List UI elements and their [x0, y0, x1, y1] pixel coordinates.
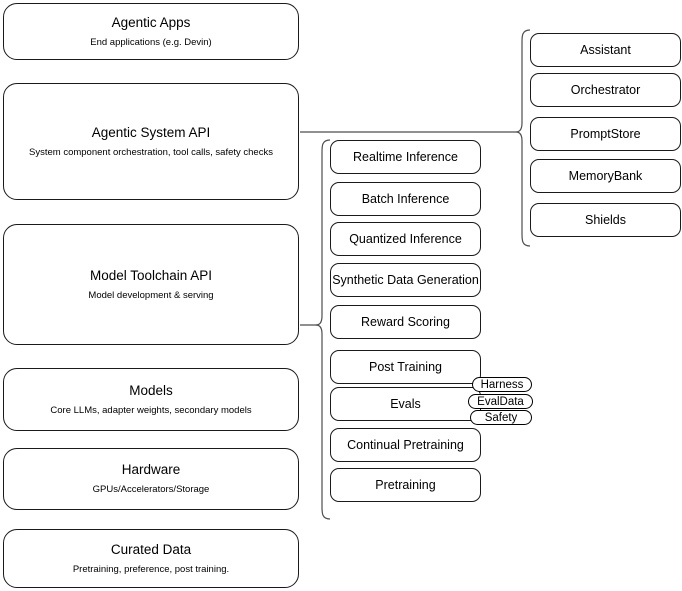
capability-quantized-inference[interactable]: Quantized Inference	[330, 222, 481, 256]
layer-title: Models	[129, 382, 173, 398]
layer-title: Model Toolchain API	[89, 267, 213, 283]
evals-pill-safety[interactable]: Safety	[470, 410, 532, 425]
layer-subtitle: Pretraining, preference, post training.	[72, 563, 230, 575]
layer-agentic-system-api[interactable]: Agentic System API System component orch…	[3, 83, 299, 200]
layer-title: Agentic Apps	[111, 14, 191, 30]
evals-pill-evaldata[interactable]: EvalData	[468, 394, 533, 409]
component-promptstore[interactable]: PromptStore	[530, 117, 681, 151]
capability-synthetic-data-generation[interactable]: Synthetic Data Generation	[330, 263, 481, 297]
layer-subtitle: Core LLMs, adapter weights, secondary mo…	[50, 404, 252, 416]
layer-subtitle: System component orchestration, tool cal…	[29, 146, 273, 158]
layer-title: Curated Data	[110, 541, 192, 557]
layer-title: Hardware	[121, 462, 181, 478]
layer-model-toolchain-api[interactable]: Model Toolchain API Model development & …	[3, 224, 299, 345]
capability-pretraining[interactable]: Pretraining	[330, 468, 481, 502]
capability-batch-inference[interactable]: Batch Inference	[330, 182, 481, 216]
layer-models[interactable]: Models Core LLMs, adapter weights, secon…	[3, 368, 299, 431]
capability-post-training[interactable]: Post Training	[330, 350, 481, 384]
capability-reward-scoring[interactable]: Reward Scoring	[330, 305, 481, 339]
capability-evals[interactable]: Evals	[330, 387, 481, 421]
layer-agentic-apps[interactable]: Agentic Apps End applications (e.g. Devi…	[3, 3, 299, 60]
layer-title: Agentic System API	[91, 124, 211, 140]
layer-curated-data[interactable]: Curated Data Pretraining, preference, po…	[3, 529, 299, 588]
brace-agentic-system-components	[515, 29, 531, 247]
layer-hardware[interactable]: Hardware GPUs/Accelerators/Storage	[3, 448, 299, 510]
capability-realtime-inference[interactable]: Realtime Inference	[330, 140, 481, 174]
layer-subtitle: GPUs/Accelerators/Storage	[92, 484, 210, 495]
brace-toolchain-capabilities	[315, 139, 331, 520]
evals-pill-harness[interactable]: Harness	[472, 377, 532, 392]
component-shields[interactable]: Shields	[530, 203, 681, 237]
component-orchestrator[interactable]: Orchestrator	[530, 73, 681, 107]
layer-subtitle: Model development & serving	[88, 289, 214, 301]
component-assistant[interactable]: Assistant	[530, 33, 681, 67]
layer-subtitle: End applications (e.g. Devin)	[90, 36, 212, 48]
component-memorybank[interactable]: MemoryBank	[530, 159, 681, 193]
capability-continual-pretraining[interactable]: Continual Pretraining	[330, 428, 481, 462]
